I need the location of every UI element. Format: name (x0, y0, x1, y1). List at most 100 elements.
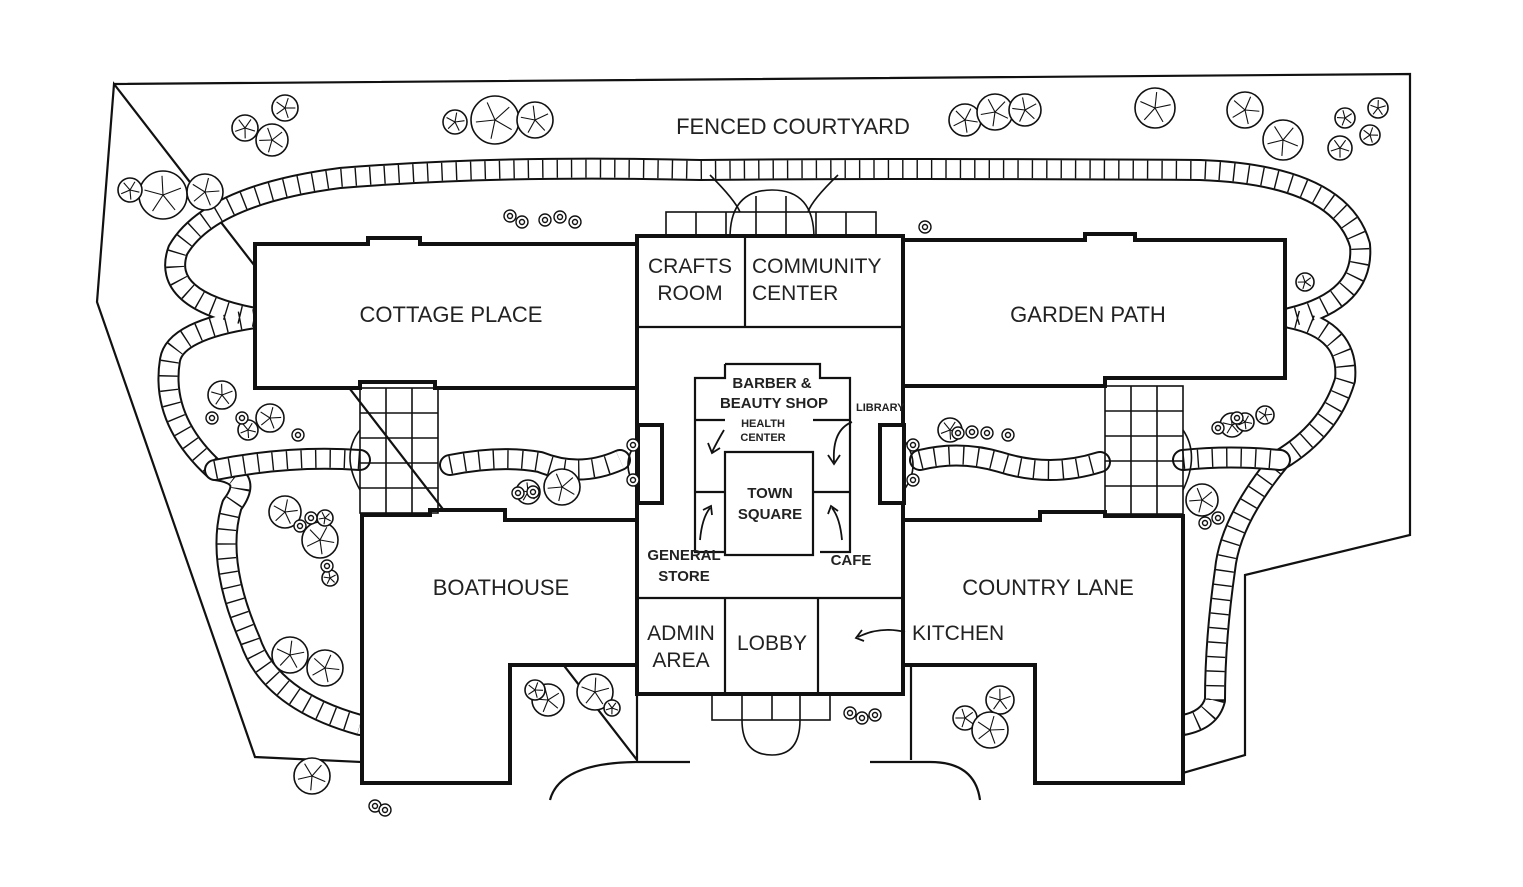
tree-icon (271, 94, 299, 122)
tree-icon (255, 123, 289, 157)
shrub-icon (980, 426, 994, 440)
shrub-icon (1198, 516, 1212, 530)
shrub-icon (205, 411, 219, 425)
tree-icon (186, 173, 224, 211)
shrub-icon (855, 711, 869, 725)
shrub-icon (378, 803, 392, 817)
tree-icon (470, 95, 520, 145)
tree-icon (231, 114, 259, 142)
trees (117, 87, 1389, 795)
shrub-icon (235, 411, 249, 425)
label-barber-beauty-shop: BARBER &BEAUTY SHOP (720, 375, 828, 412)
shrub-icon (868, 708, 882, 722)
tree-icon (1327, 135, 1353, 161)
country-lane-wing (901, 510, 1185, 785)
tree-icon (516, 101, 554, 139)
shrub-icon (843, 706, 857, 720)
shrub-icon (568, 215, 582, 229)
interior-walls (637, 236, 903, 694)
west-entry (627, 423, 664, 505)
shrub-icon (626, 473, 640, 487)
pointer-arrows (699, 421, 906, 642)
shrub-icon (626, 438, 640, 452)
tree-icon (301, 521, 339, 559)
shrub-icon (515, 215, 529, 229)
tree-icon (1255, 405, 1275, 425)
tree-icon (321, 569, 339, 587)
tree-icon (976, 93, 1014, 131)
tree-icon (524, 679, 546, 701)
label-boathouse: BOATHOUSE (433, 575, 570, 600)
shrub-icon (1211, 421, 1225, 435)
shrub-icon (291, 428, 305, 442)
tree-icon (603, 699, 621, 717)
shrub-icon (951, 426, 965, 440)
shrub-icon (906, 438, 920, 452)
shrub-icon (503, 209, 517, 223)
shrubs (205, 209, 1244, 817)
south-entry (711, 693, 831, 756)
tree-icon (237, 419, 259, 441)
tree-icon (576, 673, 614, 711)
shrub-icon (553, 210, 567, 224)
shrub-icon (1001, 428, 1015, 442)
shrub-icon (304, 511, 318, 525)
label-cottage-place: COTTAGE PLACE (360, 302, 543, 327)
tree-icon (1334, 107, 1356, 129)
tree-icon (1359, 124, 1381, 146)
tree-icon (1008, 93, 1042, 127)
shrub-icon (965, 425, 979, 439)
tree-icon (1134, 87, 1176, 129)
label-country-lane: COUNTRY LANE (962, 575, 1134, 600)
shrub-icon (511, 486, 525, 500)
tree-icon (1262, 119, 1304, 161)
shrub-icon (918, 220, 932, 234)
shrub-icon (1211, 511, 1225, 525)
shrub-icon (293, 519, 307, 533)
label-cafe: CAFE (831, 552, 872, 569)
tree-icon (268, 495, 302, 529)
label-kitchen: KITCHEN (912, 622, 1004, 645)
label-garden-path: GARDEN PATH (1010, 302, 1166, 327)
west-court (349, 387, 439, 514)
garden-path-wing (901, 232, 1287, 388)
boathouse-wing (360, 508, 639, 785)
shrub-icon (320, 559, 334, 573)
tree-icon (1185, 483, 1219, 517)
tree-icon (316, 509, 334, 527)
tree-icon (1367, 97, 1389, 119)
tree-icon (271, 636, 309, 674)
tree-icon (255, 403, 285, 433)
perimeter-walkway (157, 157, 1372, 736)
shrub-icon (538, 213, 552, 227)
shrub-icon (526, 485, 540, 499)
tree-icon (442, 109, 468, 135)
tree-icon (948, 103, 982, 137)
label-fenced-courtyard: FENCED COURTYARD (676, 114, 910, 139)
label-library: LIBRARY (856, 402, 905, 414)
shrub-icon (906, 473, 920, 487)
tree-icon (952, 705, 978, 731)
east-entry (878, 423, 914, 505)
tree-icon (306, 649, 344, 687)
tree-icon (1295, 272, 1315, 292)
tree-icon (117, 177, 143, 203)
tree-icon (985, 685, 1015, 715)
tree-icon (207, 380, 237, 410)
shrub-icon (1230, 411, 1244, 425)
tree-icon (1226, 91, 1264, 129)
tree-icon (138, 170, 188, 220)
tree-icon (971, 711, 1009, 749)
tree-icon (293, 757, 331, 795)
label-lobby: LOBBY (737, 632, 807, 655)
inner-walkways (439, 444, 1111, 481)
tree-icon (543, 468, 581, 506)
entry-drive (548, 760, 982, 801)
east-court (1104, 385, 1193, 515)
